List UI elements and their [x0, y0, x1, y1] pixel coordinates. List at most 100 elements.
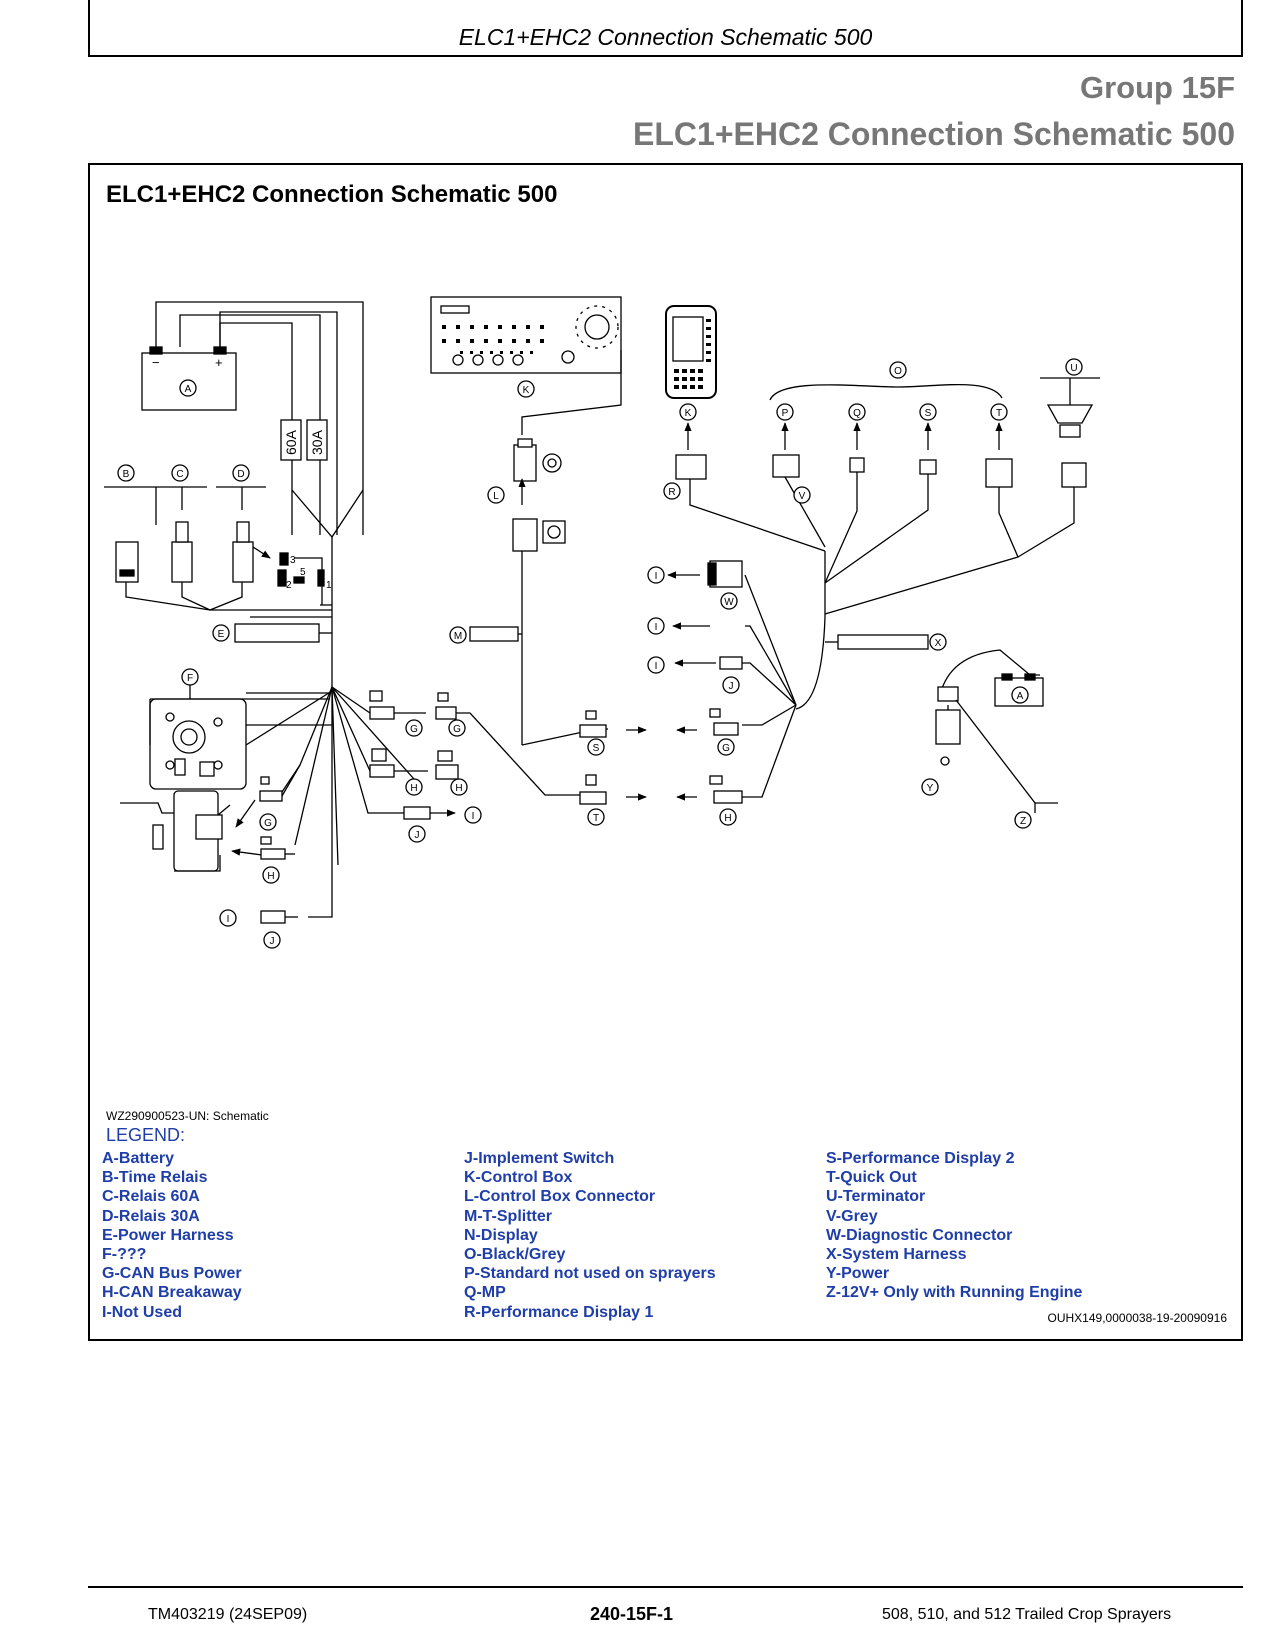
callout-I2-letter: I — [472, 811, 475, 822]
system-harness-X — [825, 634, 929, 650]
display-N — [665, 305, 717, 399]
legend-item: O-Black/Grey — [464, 1246, 566, 1264]
legend-item: F-??? — [102, 1246, 147, 1264]
callout-I1-letter: I — [227, 914, 230, 925]
callout-H1-letter: H — [267, 871, 274, 882]
callout-T-letter: T — [593, 813, 599, 824]
legend-item: G-CAN Bus Power — [102, 1265, 242, 1283]
center-crossover — [456, 708, 743, 805]
relay-60A-C — [171, 541, 193, 583]
left-connectors — [259, 690, 459, 924]
group-heading: Group 15F — [1079, 70, 1235, 105]
socket-F — [149, 685, 333, 790]
callout-I4: I — [647, 617, 665, 635]
callout-J3: J — [722, 676, 740, 694]
callout-H4: H — [719, 808, 737, 826]
callout-C: C — [171, 464, 189, 482]
relay-pin-1: 1 — [326, 580, 332, 591]
t-splitter-M — [469, 626, 522, 642]
callout-L: L — [487, 486, 505, 504]
callout-I5: I — [647, 656, 665, 674]
callout-R-letter: Q — [853, 408, 861, 419]
callout-G1-letter: G — [264, 818, 272, 829]
legend-item: K-Control Box — [464, 1169, 573, 1187]
callout-A2: A — [1011, 686, 1029, 704]
callout-V-letter: V — [799, 491, 806, 502]
battery-A: − + — [141, 346, 237, 411]
callout-J1-letter: J — [270, 936, 275, 947]
callout-K2: K — [679, 403, 697, 421]
callout-G2-letter: G — [410, 724, 418, 735]
callout-L-letter: L — [493, 491, 499, 502]
callouts: A B C D E F G H I J G G H H J I K L M S … — [117, 358, 1083, 949]
callout-Z: Z — [1014, 811, 1032, 829]
callout-S2-letter: S — [925, 408, 932, 419]
callout-O-letter: R — [668, 487, 675, 498]
legend-item: A-Battery — [102, 1150, 175, 1167]
callout-D-letter: D — [237, 469, 244, 480]
standard-bracket-P — [769, 384, 1003, 401]
callout-G4-letter: G — [722, 743, 730, 754]
callout-H4-letter: H — [724, 813, 731, 824]
callout-W: W — [720, 592, 738, 610]
callout-R: Q — [848, 403, 866, 421]
legend-item: S-Performance Display 2 — [826, 1150, 1015, 1167]
callout-Y-letter: Y — [927, 783, 934, 794]
callout-H1: H — [262, 866, 280, 884]
callout-B-letter: B — [123, 469, 130, 480]
footer-doc-id: TM403219 (24SEP09) — [148, 1606, 308, 1623]
callout-I4-letter: I — [655, 622, 658, 633]
callout-J2-letter: J — [415, 830, 420, 841]
schematic-panel: ELC1+EHC2 Connection Schematic 500 − + 6… — [88, 163, 1243, 1341]
footer-rule — [88, 1586, 1243, 1588]
diagnostic-connector-W — [667, 560, 797, 798]
callout-P-letter: O — [894, 366, 902, 377]
callout-H3: H — [450, 778, 468, 796]
legend-item: H-CAN Breakaway — [102, 1284, 242, 1302]
legend-item: C-Relais 60A — [102, 1188, 200, 1206]
callout-U: U — [1065, 358, 1083, 376]
callout-Z-letter: Z — [1020, 816, 1026, 827]
relay-30A-D — [232, 541, 254, 583]
legend-item: T-Quick Out — [826, 1169, 917, 1187]
battery-minus-label: − — [152, 355, 160, 370]
callout-Q-letter: P — [782, 408, 789, 419]
callout-O: R — [663, 482, 681, 500]
callout-K1-letter: K — [523, 385, 530, 396]
main-trunk-left — [250, 489, 364, 918]
callout-I3-letter: I — [655, 571, 658, 582]
legend-item: X-System Harness — [826, 1246, 967, 1264]
callout-M-letter: M — [454, 631, 462, 642]
legend-item: Q-MP — [464, 1284, 506, 1302]
relay-pin-2: 2 — [286, 580, 292, 591]
callout-J1: J — [263, 931, 281, 949]
fuse-60A-label: 60A — [283, 429, 299, 455]
control-box-connector-L — [512, 438, 566, 745]
callout-G4: G — [717, 738, 735, 756]
callout-K1: K — [517, 380, 535, 398]
callout-H2-letter: H — [410, 783, 417, 794]
legend-heading: LEGEND: — [106, 1125, 186, 1145]
callout-X-letter: X — [935, 638, 942, 649]
legend-item: D-Relais 30A — [102, 1207, 200, 1225]
legend-item: L-Control Box Connector — [464, 1188, 656, 1206]
callout-W-letter: W — [724, 597, 734, 608]
callout-G3-letter: G — [453, 724, 461, 735]
terminator-U — [1040, 377, 1100, 438]
callout-I1: I — [219, 909, 237, 927]
legend-column-3: S-Performance Display 2 T-Quick Out U-Te… — [826, 1149, 1082, 1303]
fuse-60A: 60A — [280, 419, 302, 461]
callout-I3: I — [647, 566, 665, 584]
legend-item: E-Power Harness — [102, 1226, 234, 1244]
callout-S: S — [587, 738, 605, 756]
callout-J2: J — [408, 825, 426, 843]
reference-code: OUHX149,0000038-19-20090916 — [1047, 1311, 1227, 1325]
fuse-30A: 30A — [306, 419, 328, 461]
callout-A1-letter: A — [185, 384, 192, 395]
callout-J3-letter: J — [729, 681, 734, 692]
legend-column-2: J-Implement Switch K-Control Box L-Contr… — [464, 1149, 716, 1322]
legend-column-1: A-Battery B-Time Relais C-Relais 60A D-R… — [102, 1149, 242, 1322]
implement-switch-assembly — [120, 790, 263, 872]
callout-C-letter: C — [176, 469, 183, 480]
callout-E-letter: E — [218, 629, 225, 640]
